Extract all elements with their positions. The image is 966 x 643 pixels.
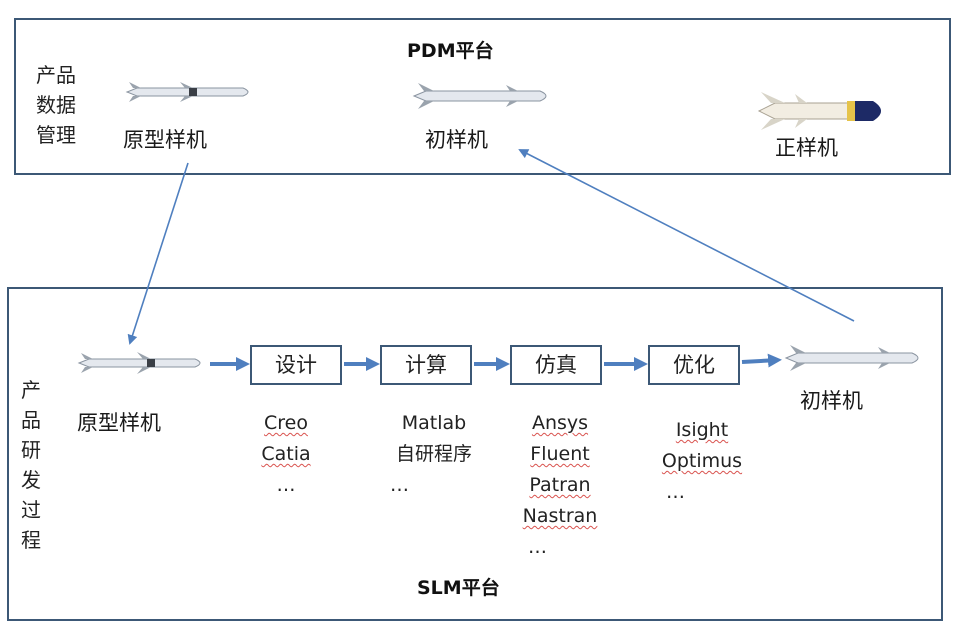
arrow-slm-to-pdm [518, 149, 855, 322]
pdm-item-final-sample: 正样机 [775, 136, 838, 160]
tool-item: 自研程序 [395, 443, 472, 465]
slm-end-label: 初样机 [800, 389, 863, 413]
pdm-side-label: 产品 数据 管理 [36, 63, 76, 147]
tool-item: … [390, 474, 409, 496]
step-compute-box: 计算 [380, 345, 472, 385]
tool-item: Optimus [661, 450, 743, 472]
arrow-to-initial-sample [741, 353, 782, 368]
design-tools-list: Creo Catia … [246, 408, 326, 501]
final-sample-missile-image [757, 92, 881, 130]
slm-start-label: 原型样机 [77, 411, 161, 435]
step-simulation-label: 仿真 [535, 353, 577, 377]
slm-side-label: 产 品 研 发 过 程 [21, 378, 41, 552]
tool-item: Ansys [531, 412, 589, 434]
pdm-platform-title: PDM平台 [407, 40, 494, 62]
tool-item: Isight [675, 419, 729, 441]
step-design-label: 设计 [275, 353, 317, 377]
tool-item: Catia [261, 443, 311, 465]
slm-platform-panel [7, 287, 943, 621]
arrow-pdm-to-slm [127, 162, 189, 345]
simulation-tools-list: Ansys Fluent Patran Nastran … [514, 408, 606, 563]
slm-initial-sample-missile-image [784, 345, 919, 371]
optimization-tools-list: Isight Optimus … [654, 415, 750, 508]
tool-item: … [528, 536, 547, 558]
step-compute-label: 计算 [405, 353, 447, 377]
initial-sample-missile-image [412, 83, 547, 109]
tool-item: … [666, 481, 685, 503]
slm-prototype-missile-image [77, 352, 201, 374]
prototype-missile-image [125, 82, 249, 102]
compute-tools-list: Matlab 自研程序 … [382, 408, 486, 501]
tool-item: Creo [264, 412, 308, 434]
tool-item: Patran [529, 474, 591, 496]
step-optimization-box: 优化 [648, 345, 740, 385]
step-optimization-label: 优化 [673, 353, 715, 377]
step-design-box: 设计 [250, 345, 342, 385]
tool-item: Nastran [522, 505, 598, 527]
pdm-item-initial-sample: 初样机 [425, 128, 488, 152]
step-simulation-box: 仿真 [510, 345, 602, 385]
tool-item: Fluent [530, 443, 590, 465]
tool-item: Matlab [401, 412, 467, 434]
slm-platform-title: SLM平台 [417, 577, 500, 599]
pdm-item-prototype: 原型样机 [123, 128, 207, 152]
tool-item: … [276, 474, 296, 496]
